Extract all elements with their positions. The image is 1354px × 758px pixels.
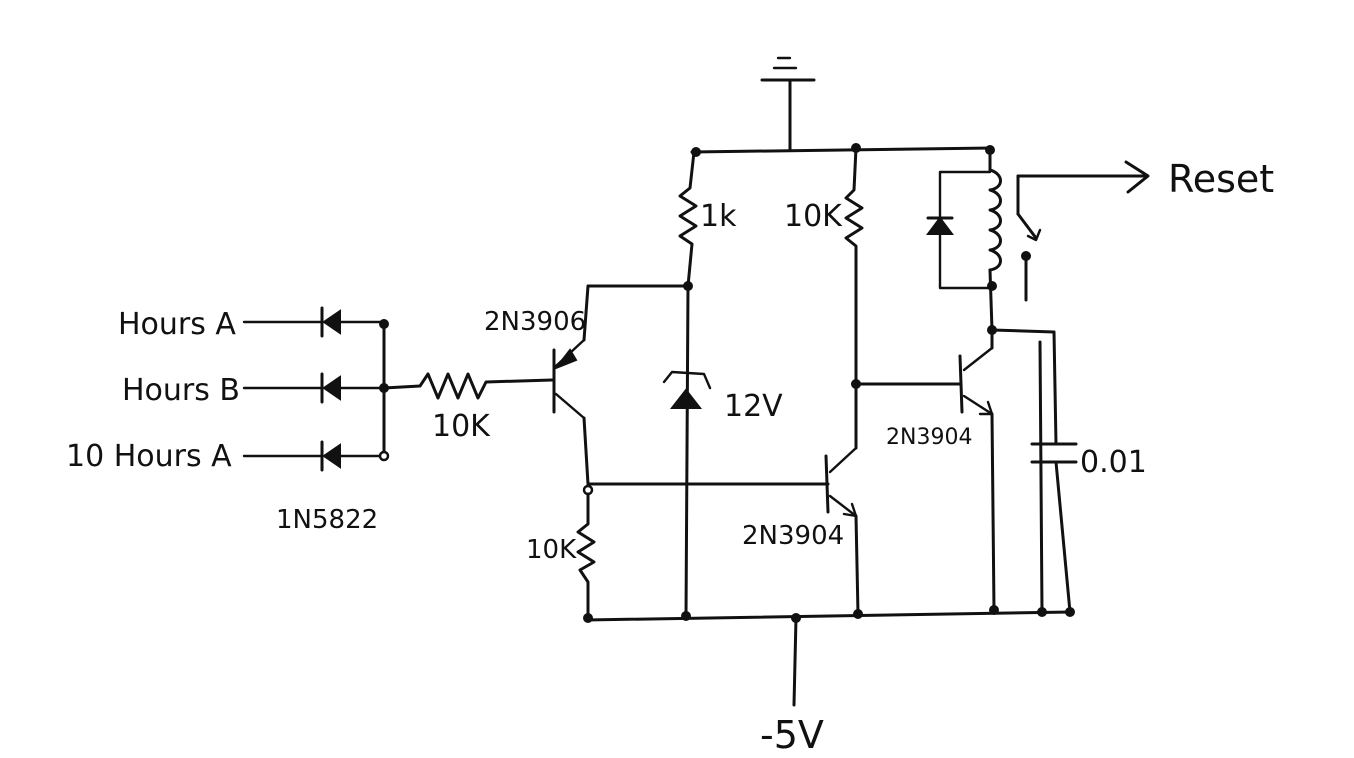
supply-voltage-label: -5V (760, 713, 824, 757)
input-resistor (382, 372, 554, 400)
collector-resistor-label: 10K (784, 199, 843, 234)
pnp-transistor (552, 284, 690, 486)
zener-diode (662, 284, 712, 618)
relay-coil (987, 148, 1002, 335)
diode-part-label: 1N5822 (276, 505, 378, 535)
lower-resistor-label: 10K (526, 535, 577, 565)
ground-symbol (760, 56, 816, 152)
relay-transistor (958, 328, 996, 612)
input-a-label: Hours A (118, 307, 236, 342)
diode-c (320, 440, 386, 472)
lower-resistor (576, 482, 830, 620)
relay-output-label: Reset (1168, 157, 1274, 201)
relay-transistor-label: 2N3904 (886, 425, 972, 450)
top-rail-wire (690, 143, 995, 157)
emitter-resistor (678, 150, 698, 291)
input-resistor-label: 10K (432, 409, 491, 444)
zener-voltage-label: 12V (724, 389, 783, 424)
input-lines (242, 320, 324, 458)
driver-transistor (824, 382, 860, 616)
diode-a (320, 306, 386, 338)
capacitor (990, 328, 1078, 614)
pnp-transistor-label: 2N3906 (484, 307, 586, 337)
collector-resistor (844, 146, 864, 389)
input-b-label: Hours B (122, 373, 240, 408)
supply-lead (792, 616, 798, 707)
input-c-label: 10 Hours A (66, 439, 232, 474)
diode-b (320, 372, 386, 404)
emitter-resistor-label: 1k (700, 199, 737, 234)
relay-switch (1016, 160, 1150, 302)
capacitor-label: 0.01 (1080, 445, 1147, 480)
flyback-diode (926, 170, 994, 290)
bottom-rail-wire (583, 605, 1075, 623)
driver-transistor-label: 2N3904 (742, 521, 844, 551)
